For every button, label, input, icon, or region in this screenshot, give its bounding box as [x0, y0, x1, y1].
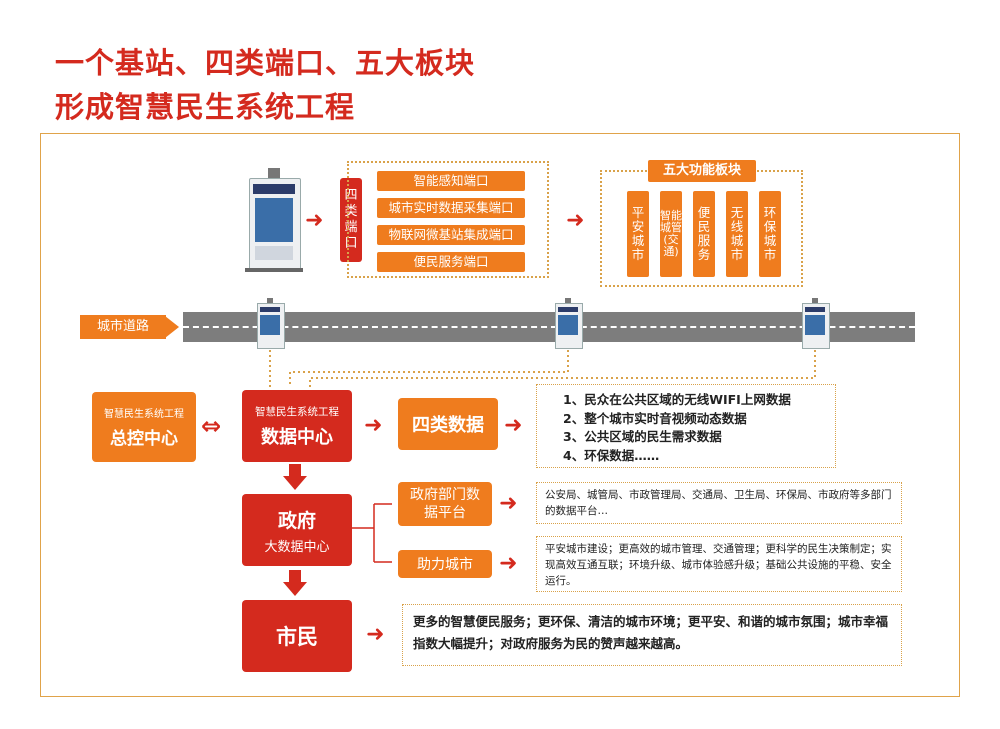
gov-platform-text: 公安局、城管局、市政管理局、交通局、卫生局、环保局、市政府等多部门的数据平台… [536, 482, 902, 524]
four-data-list: 1、民众在公共区域的无线WIFI上网数据 2、整个城市实时音视频动态数据 3、公… [536, 384, 836, 468]
module-item: 平安城市 [627, 191, 649, 277]
arrow-right-icon: ➜ [504, 413, 523, 438]
arrow-right-icon: ➜ [499, 551, 518, 576]
gov-center-title: 政府 [277, 509, 316, 532]
arrow-right-icon: ➜ [366, 622, 385, 647]
control-center-subtitle: 智慧民生系统工程 [104, 409, 184, 420]
control-center-box: 智慧民生系统工程 总控中心 [92, 392, 196, 462]
gov-center-box: 政府 大数据中心 [242, 494, 352, 566]
port-item: 城市实时数据采集端口 [377, 198, 525, 218]
module-item: 智能城管(交通) [660, 191, 682, 277]
roadside-kiosk-icon [800, 298, 830, 350]
data-center-box: 智慧民生系统工程 数据中心 [242, 390, 352, 462]
port-item: 智能感知端口 [377, 171, 525, 191]
modules-title: 五大功能板块 [648, 160, 756, 182]
citizens-box: 市民 [242, 600, 352, 672]
title-line-1: 一个基站、四类端口、五大板块 [55, 46, 476, 80]
arrow-right-icon: ➜ [364, 413, 383, 438]
help-city-box: 助力城市 [398, 550, 492, 578]
four-data-item: 4、环保数据…… [563, 447, 660, 463]
module-item: 便民服务 [693, 191, 715, 277]
gov-center-subtitle: 大数据中心 [264, 539, 330, 555]
roadside-kiosk-icon [255, 298, 285, 350]
help-city-text: 平安城市建设；更高效的城市管理、交通管理；更科学的民生决策制定；实现高效互通互联… [536, 536, 902, 592]
port-item: 便民服务端口 [377, 252, 525, 272]
bidirectional-arrow-icon: ⇔ [201, 412, 222, 440]
road-label: 城市道路 [80, 315, 166, 339]
four-data-box: 四类数据 [398, 398, 498, 450]
ports-box [347, 161, 549, 278]
arrow-right-icon: ➜ [305, 208, 324, 233]
citizens-text: 更多的智慧便民服务；更环保、清洁的城市环境；更平安、和谐的城市氛围；城市幸福指数… [402, 604, 902, 666]
data-center-subtitle: 智慧民生系统工程 [255, 405, 339, 418]
port-item: 物联网微基站集成端口 [377, 225, 525, 245]
roadside-kiosk-icon [553, 298, 583, 350]
four-data-item: 1、民众在公共区域的无线WIFI上网数据 [563, 392, 791, 407]
gov-platform-box: 政府部门数据平台 [398, 482, 492, 526]
module-item: 环保城市 [759, 191, 781, 277]
control-center-title: 总控中心 [110, 429, 178, 449]
arrow-down-icon [283, 464, 307, 492]
four-data-item: 2、整个城市实时音视频动态数据 [563, 410, 747, 426]
road-label-pointer-icon [165, 316, 179, 338]
arrow-right-icon: ➜ [566, 208, 585, 233]
title-line-2: 形成智慧民生系统工程 [55, 90, 356, 124]
data-center-title: 数据中心 [261, 426, 333, 448]
module-item: 无线城市 [726, 191, 748, 277]
four-data-item: 3、公共区域的民生需求数据 [563, 429, 722, 444]
arrow-down-icon [283, 570, 307, 598]
base-station-kiosk-icon [245, 168, 303, 272]
arrow-right-icon: ➜ [499, 491, 518, 516]
diagram-frame [40, 133, 960, 697]
road-lane-line [183, 326, 915, 328]
